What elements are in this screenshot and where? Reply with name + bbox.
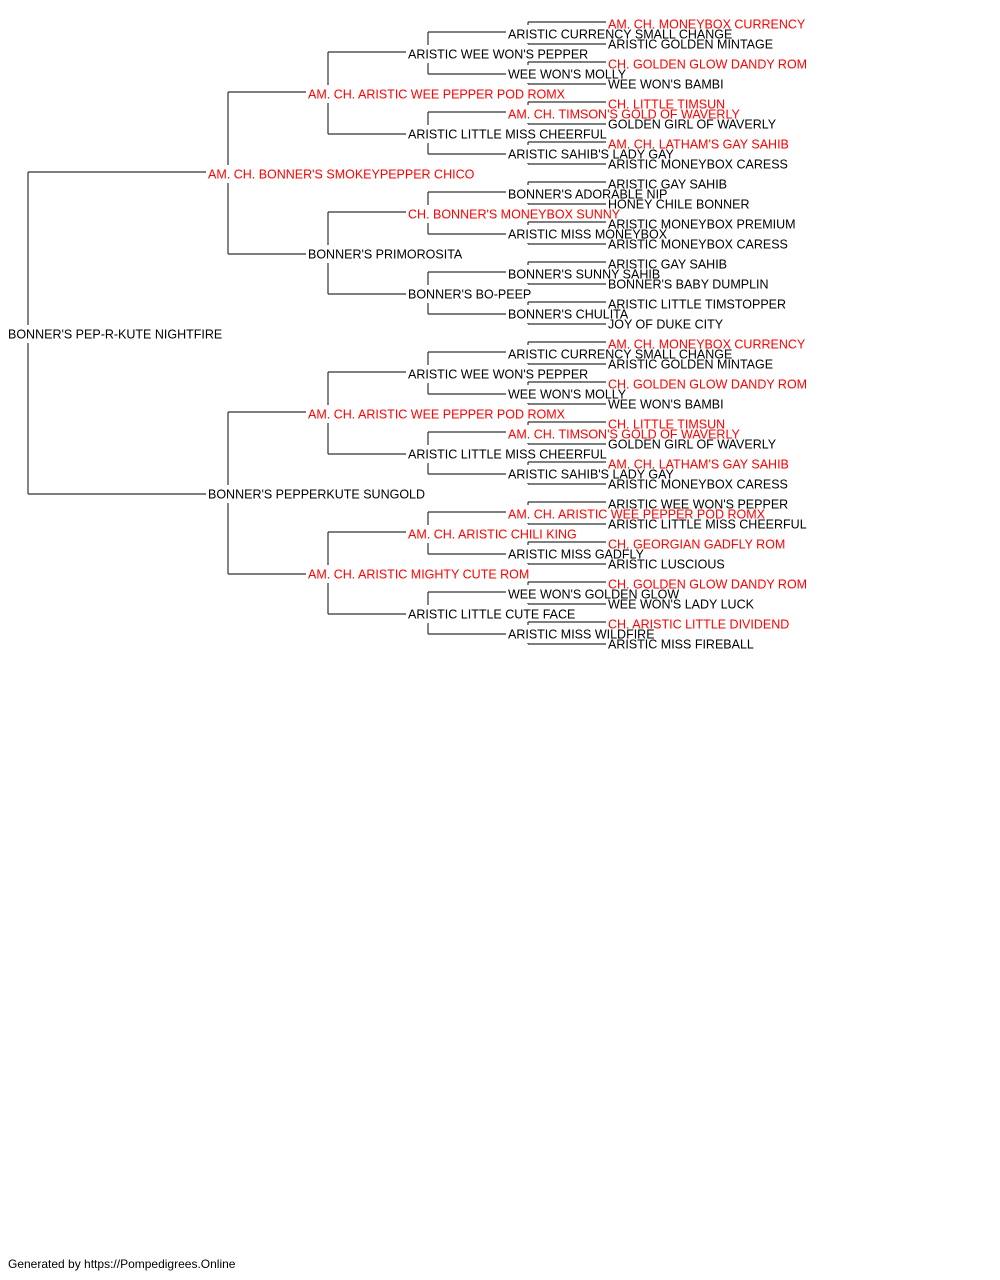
great3-grandparent-name: ARISTIC LITTLE TIMSTOPPER: [608, 298, 786, 312]
great3-grandparent-name: AM. CH. MONEYBOX CURRENCY: [608, 338, 806, 352]
great3-grandparent-name: JOY OF DUKE CITY: [608, 318, 724, 332]
great3-grandparent-name: ARISTIC MONEYBOX PREMIUM: [608, 218, 796, 232]
great3-grandparent-name: CH. LITTLE TIMSUN: [608, 98, 725, 112]
grandparent-name: AM. CH. ARISTIC WEE PEPPER POD ROMX: [308, 88, 566, 102]
great3-grandparent-name: ARISTIC MONEYBOX CARESS: [608, 158, 788, 172]
great3-grandparent-name: WEE WON'S BAMBI: [608, 398, 724, 412]
great-grandparent-name: ARISTIC LITTLE CUTE FACE: [408, 608, 575, 622]
great3-grandparent-name: ARISTIC MONEYBOX CARESS: [608, 238, 788, 252]
great3-grandparent-name: ARISTIC GAY SAHIB: [608, 258, 727, 272]
great2-grandparent-name: ARISTIC MISS GADFLY: [508, 548, 645, 562]
great-grandparent-name: AM. CH. ARISTIC CHILI KING: [408, 528, 577, 542]
parent-name: BONNER'S PEPPERKUTE SUNGOLD: [208, 488, 425, 502]
great2-grandparent-name: WEE WON'S GOLDEN GLOW: [508, 588, 679, 602]
great2-grandparent-name: ARISTIC SAHIB'S LADY GAY: [508, 148, 675, 162]
great2-grandparent-name: WEE WON'S MOLLY: [508, 388, 627, 402]
great3-grandparent-name: GOLDEN GIRL OF WAVERLY: [608, 438, 777, 452]
great2-grandparent-name: ARISTIC MISS WILDFIRE: [508, 628, 655, 642]
great-grandparent-name: ARISTIC LITTLE MISS CHEERFUL: [408, 448, 607, 462]
great3-grandparent-name: WEE WON'S LADY LUCK: [608, 598, 755, 612]
great3-grandparent-name: BONNER'S BABY DUMPLIN: [608, 278, 769, 292]
great3-grandparent-name: CH. GOLDEN GLOW DANDY ROM: [608, 58, 807, 72]
great3-grandparent-name: CH. GEORGIAN GADFLY ROM: [608, 538, 785, 552]
great3-grandparent-name: CH. ARISTIC LITTLE DIVIDEND: [608, 618, 789, 632]
great2-grandparent-name: WEE WON'S MOLLY: [508, 68, 627, 82]
grandparent-name: AM. CH. ARISTIC WEE PEPPER POD ROMX: [308, 408, 566, 422]
great-grandparent-name: ARISTIC LITTLE MISS CHEERFUL: [408, 128, 607, 142]
pedigree-tree: AM. CH. MONEYBOX CURRENCY ARISTIC GOLDEN …: [8, 18, 807, 652]
great3-grandparent-name: WEE WON'S BAMBI: [608, 78, 724, 92]
great3-grandparent-name: CH. GOLDEN GLOW DANDY ROM: [608, 378, 807, 392]
great3-grandparent-name: ARISTIC WEE WON'S PEPPER: [608, 498, 788, 512]
great-grandparent-name: CH. BONNER'S MONEYBOX SUNNY: [408, 208, 621, 222]
great3-grandparent-name: ARISTIC MONEYBOX CARESS: [608, 478, 788, 492]
great3-grandparent-name: ARISTIC GOLDEN MINTAGE: [608, 38, 773, 52]
great2-grandparent-name: ARISTIC CURRENCY SMALL CHANGE: [508, 348, 732, 362]
great3-grandparent-name: ARISTIC GOLDEN MINTAGE: [608, 358, 773, 372]
great2-grandparent-name: ARISTIC MISS MONEYBOX: [508, 228, 668, 242]
subject-name: BONNER'S PEP-R-KUTE NIGHTFIRE: [8, 328, 222, 342]
great3-grandparent-name: ARISTIC GAY SAHIB: [608, 178, 727, 192]
great2-grandparent-name: BONNER'S CHULITA: [508, 308, 629, 322]
great2-grandparent-name: ARISTIC SAHIB'S LADY GAY: [508, 468, 675, 482]
great-grandparent-name: BONNER'S BO-PEEP: [408, 288, 531, 302]
great3-grandparent-name: ARISTIC MISS FIREBALL: [608, 638, 754, 652]
great3-grandparent-name: CH. LITTLE TIMSUN: [608, 418, 725, 432]
great3-grandparent-name: GOLDEN GIRL OF WAVERLY: [608, 118, 777, 132]
great3-grandparent-name: AM. CH. MONEYBOX CURRENCY: [608, 18, 806, 32]
great2-grandparent-name: BONNER'S SUNNY SAHIB: [508, 268, 660, 282]
great3-grandparent-name: AM. CH. LATHAM'S GAY SAHIB: [608, 138, 789, 152]
parent-name: AM. CH. BONNER'S SMOKEYPEPPER CHICO: [208, 168, 475, 182]
great2-grandparent-name: ARISTIC CURRENCY SMALL CHANGE: [508, 28, 732, 42]
great3-grandparent-name: HONEY CHILE BONNER: [608, 198, 749, 212]
great-grandparent-name: ARISTIC WEE WON'S PEPPER: [408, 368, 588, 382]
great2-grandparent-name: AM. CH. TIMSON'S GOLD OF WAVERLY: [508, 428, 740, 442]
great-grandparent-name: ARISTIC WEE WON'S PEPPER: [408, 48, 588, 62]
great2-grandparent-name: AM. CH. ARISTIC WEE PEPPER POD ROMX: [508, 508, 766, 522]
great3-grandparent-name: CH. GOLDEN GLOW DANDY ROM: [608, 578, 807, 592]
grandparent-name: AM. CH. ARISTIC MIGHTY CUTE ROM: [308, 568, 529, 582]
great3-grandparent-name: AM. CH. LATHAM'S GAY SAHIB: [608, 458, 789, 472]
great2-grandparent-name: AM. CH. TIMSON'S GOLD OF WAVERLY: [508, 108, 740, 122]
great3-grandparent-name: ARISTIC LITTLE MISS CHEERFUL: [608, 518, 807, 532]
grandparent-name: BONNER'S PRIMOROSITA: [308, 248, 463, 262]
great2-grandparent-name: BONNER'S ADORABLE NIP: [508, 188, 667, 202]
great3-grandparent-name: ARISTIC LUSCIOUS: [608, 558, 725, 572]
footer-credit: Generated by https://Pompedigrees.Online: [8, 1257, 236, 1271]
